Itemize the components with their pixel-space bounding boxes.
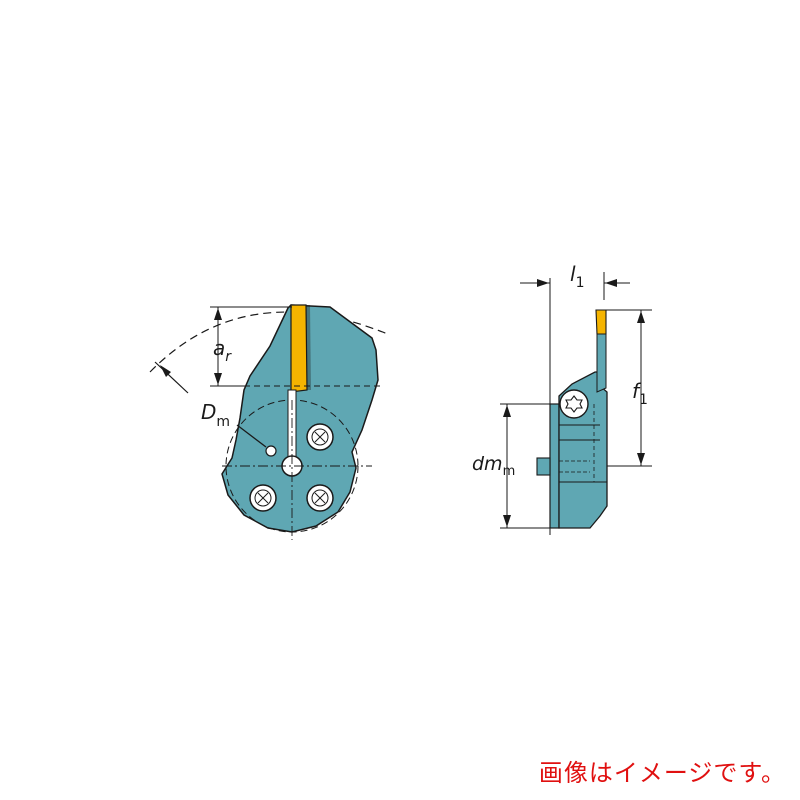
- side-view: [500, 272, 652, 535]
- screw-bottom-right: [306, 484, 334, 512]
- ar-arrow-bottom: [214, 373, 222, 385]
- side-screw-head: [536, 457, 551, 476]
- dmm-arrow-bottom: [503, 515, 511, 527]
- label-f1: f1: [632, 379, 648, 408]
- image-disclaimer-caption: 画像はイメージです。: [538, 759, 786, 787]
- side-insert: [595, 309, 607, 335]
- dmm-arrow-top: [503, 405, 511, 417]
- label-l1: l1: [570, 262, 584, 291]
- front-view: [149, 304, 391, 540]
- blade-shank: [596, 333, 607, 393]
- l1-arrow-left: [537, 279, 549, 287]
- l1-arrow-right: [605, 279, 617, 287]
- label-dm-large: Dm: [201, 400, 230, 430]
- tool-body: [221, 304, 379, 533]
- dm-arrow-head: [160, 365, 171, 377]
- f1-arrow-top: [637, 311, 645, 323]
- insert-blade: [290, 304, 308, 393]
- dm-arrow-shaft: [154, 361, 189, 394]
- torx-star-icon: [565, 395, 583, 413]
- back-plate: [549, 403, 560, 529]
- label-ar: ar: [213, 336, 232, 365]
- label-dm-small: dmm: [472, 453, 515, 479]
- dm-leader: [236, 424, 267, 448]
- screw-top-right: [306, 423, 334, 451]
- ar-arrow-top: [214, 308, 222, 320]
- insert-edge-shadow: [306, 305, 311, 390]
- f1-arrow-bottom: [637, 453, 645, 465]
- screw-bottom-left: [249, 484, 277, 512]
- dm-arc: [149, 311, 391, 373]
- marker-circle: [265, 445, 277, 457]
- torx-screw: [559, 389, 589, 419]
